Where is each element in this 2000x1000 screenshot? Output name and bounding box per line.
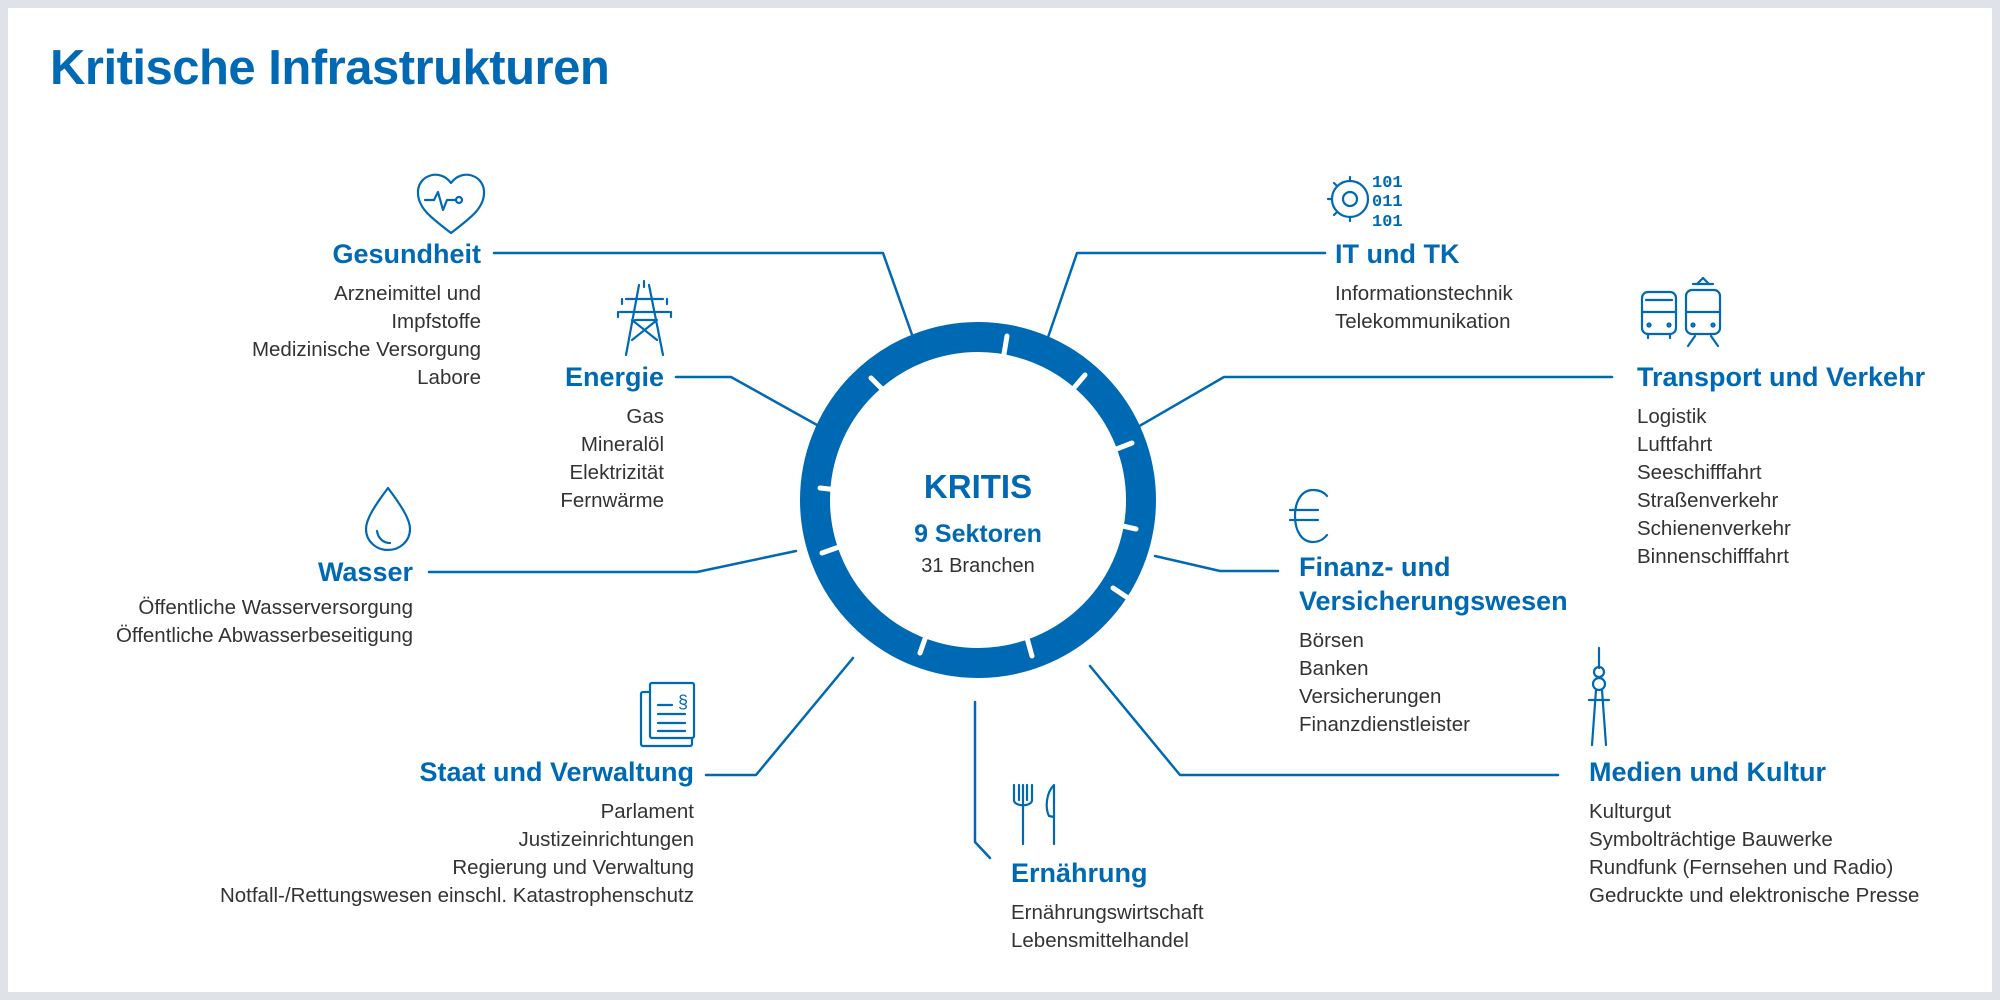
branch-item: Lebensmittelhandel [1011, 929, 1189, 952]
page-title: Kritische Infrastrukturen [50, 41, 610, 95]
branch-item: Gas [626, 405, 664, 428]
branch-list: Arzneimittel und Impfstoffe Medizinische… [252, 280, 481, 392]
connector-gesundheit [492, 251, 918, 348]
sector-ernaehrung: Ernährung Ernährungswirtschaft Lebensmit… [1011, 857, 1204, 955]
branch-item: Kulturgut [1589, 800, 1672, 823]
branch-item: Informationstechnik [1335, 282, 1513, 305]
sector-heading: Wasser [317, 557, 413, 587]
branch-item: Justizeinrichtungen [518, 828, 695, 851]
sector-heading: Staat und Verwaltung [419, 757, 694, 787]
panel [8, 8, 1992, 992]
branch-item: Telekommunikation [1335, 310, 1511, 333]
branch-item: Ernährungswirtschaft [1011, 901, 1204, 924]
hub-sectors-count: 9 Sektoren [914, 520, 1042, 548]
hub-ring-gaps [817, 333, 1139, 659]
sector-medien: Medien und Kultur Kulturgut Symbolträcht… [1589, 756, 1919, 910]
branch-item: Symbolträchtige Bauwerke [1589, 828, 1833, 851]
branch-item: Finanzdienstleister [1299, 713, 1470, 736]
gear-binary-icon: 101 011 101 [1326, 174, 1403, 232]
svg-text:§: § [678, 692, 688, 712]
sector-it: IT und TK Informationstechnik Telekommun… [1335, 238, 1513, 336]
branch-list: Börsen Banken Versicherungen Finanzdiens… [1299, 627, 1568, 739]
sector-heading: Energie [564, 362, 664, 392]
euro-icon [1288, 488, 1329, 544]
sector-heading: IT und TK [1335, 239, 1460, 269]
branch-item: Parlament [600, 800, 694, 823]
branch-item: Gedruckte und elektronische Presse [1589, 884, 1920, 907]
branch-item: Banken [1299, 657, 1369, 680]
branch-item: Versicherungen [1299, 685, 1442, 708]
branch-item: Arzneimittel und [334, 282, 481, 305]
branch-item: Rundfunk (Fernsehen und Radio) [1589, 856, 1894, 879]
sector-wasser: Wasser [318, 556, 413, 588]
branch-list: Ernährungswirtschaft Lebensmittelhandel [1011, 899, 1204, 955]
connector-medien [1088, 664, 1560, 777]
branch-item: Luftfahrt [1637, 433, 1713, 456]
sector-heading: Medien und Kultur [1589, 757, 1826, 787]
branch-item: Straßenverkehr [1637, 489, 1779, 512]
branch-list: Logistik Luftfahrt Seeschifffahrt Straße… [1637, 403, 1925, 571]
sector-energie: Energie Gas Mineralöl Elektrizität Fernw… [560, 361, 664, 515]
branch-item: Fernwärme [560, 489, 664, 512]
tv-tower-icon [1587, 646, 1611, 747]
branch-item: Mineralöl [580, 433, 664, 456]
sector-heading: Gesundheit [332, 239, 481, 269]
branch-item: Binnenschifffahrt [1637, 545, 1789, 568]
legal-document-icon: § [639, 681, 696, 748]
connector-energie [674, 375, 819, 427]
svg-text:011: 011 [1372, 193, 1403, 212]
hub-title: KRITIS [923, 468, 1033, 505]
sector-heading: Finanz- und [1299, 552, 1451, 582]
water-drop-icon [364, 486, 412, 552]
branch-item: Medizinische Versorgung [251, 338, 481, 361]
branch-item: Logistik [1637, 405, 1707, 428]
hub-branches-count: 31 Branchen [921, 555, 1035, 577]
branch-item: Regierung und Verwaltung [452, 856, 694, 879]
branch-item: Elektrizität [569, 461, 664, 484]
connector-finanz [1153, 554, 1280, 573]
sector-gesundheit: Gesundheit Arzneimittel und Impfstoffe M… [252, 238, 481, 392]
connector-ernaehrung [973, 700, 992, 860]
sector-transport: Transport und Verkehr Logistik Luftfahrt… [1637, 361, 1925, 571]
svg-text:101: 101 [1372, 174, 1403, 193]
sector-heading: Ernährung [1011, 858, 1148, 888]
sector-heading: Transport und Verkehr [1637, 362, 1926, 392]
branch-item: Seeschifffahrt [1637, 461, 1762, 484]
connector-transport [1134, 375, 1614, 430]
branch-item: Öffentliche Wasserversorgung [138, 596, 413, 619]
sector-heading: Versicherungswesen [1299, 586, 1568, 616]
branch-item: Öffentliche Abwasserbeseitigung [115, 624, 413, 647]
branch-item: Labore [417, 366, 481, 389]
connector-staat [704, 656, 855, 777]
branch-list: Informationstechnik Telekommunikation [1335, 280, 1513, 336]
connectors [427, 251, 1614, 860]
branch-item: Börsen [1299, 629, 1364, 652]
connector-wasser [427, 549, 798, 574]
sector-finanz: Finanz- und Versicherungswesen Börsen Ba… [1299, 551, 1568, 739]
branch-list: Kulturgut Symbolträchtige Bauwerke Rundf… [1589, 798, 1919, 910]
power-pylon-icon [616, 279, 673, 357]
hub-ring [800, 322, 1156, 678]
sector-wasser-branches: Öffentliche Wasserversorgung Öffentliche… [116, 594, 413, 650]
connector-it [1043, 251, 1327, 348]
fork-knife-icon [1012, 783, 1056, 846]
branch-item: Schienenverkehr [1637, 517, 1791, 540]
branch-list: Gas Mineralöl Elektrizität Fernwärme [560, 403, 664, 515]
sector-staat: Staat und Verwaltung Parlament Justizein… [220, 756, 694, 910]
branch-item: Impfstoffe [391, 310, 481, 333]
heart-pulse-icon [416, 173, 486, 235]
bus-tram-icon [1640, 276, 1722, 348]
branch-list: Parlament Justizeinrichtungen Regierung … [220, 798, 694, 910]
svg-text:101: 101 [1372, 213, 1403, 232]
branch-item: Notfall-/Rettungswesen einschl. Katastro… [219, 884, 694, 907]
